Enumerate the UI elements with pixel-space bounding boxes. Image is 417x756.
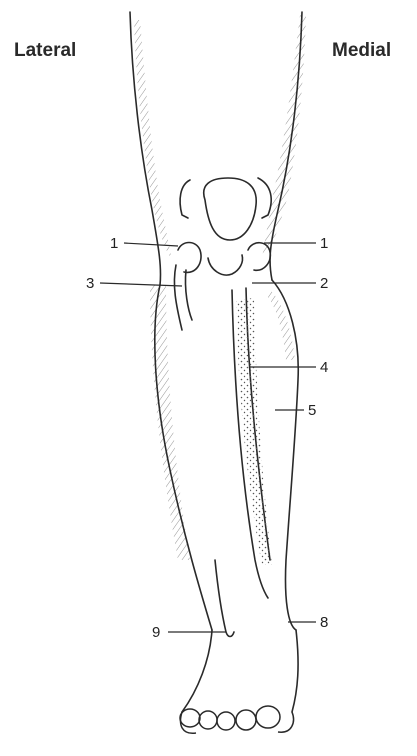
toes	[180, 706, 293, 733]
marker-2: 2	[320, 275, 328, 292]
leader-lines	[100, 243, 316, 632]
marker-4: 4	[320, 359, 328, 376]
medial-label: Medial	[332, 40, 391, 62]
lateral-label: Lateral	[14, 40, 76, 62]
marker-numbers: 1 1 2 3 4 5 8 9	[86, 235, 328, 641]
marker-8: 8	[320, 614, 328, 631]
marker-3: 3	[86, 275, 94, 292]
marker-9: 9	[152, 624, 160, 641]
leg-outline	[130, 12, 302, 712]
marker-1-left: 1	[110, 235, 118, 252]
marker-1-right: 1	[320, 235, 328, 252]
stippled-tibia	[236, 298, 272, 565]
marker-5: 5	[308, 402, 316, 419]
